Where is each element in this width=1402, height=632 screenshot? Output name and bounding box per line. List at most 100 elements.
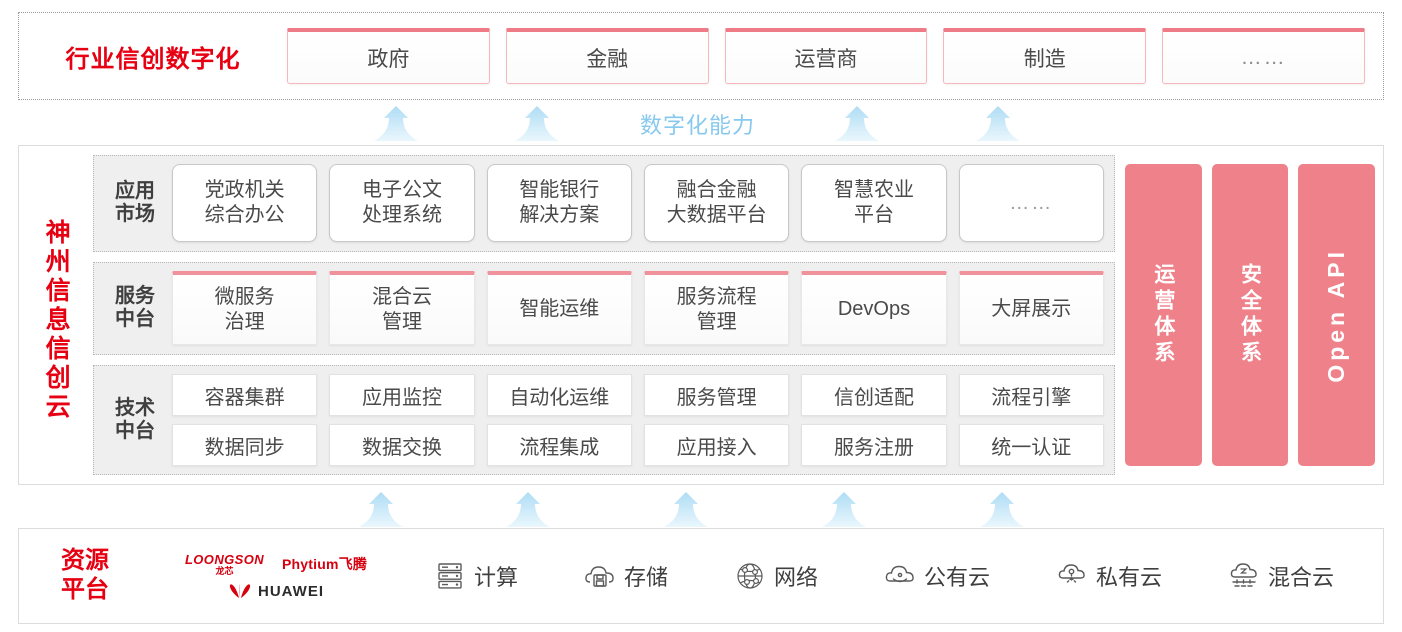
phytium-logo: Phytium飞腾	[282, 556, 368, 572]
resource-title-line1: 资源	[61, 547, 109, 575]
cell-line1: 大屏展示	[991, 298, 1072, 321]
private-cloud-icon	[1058, 564, 1085, 583]
pillar-label: 运营体系	[1151, 263, 1175, 367]
up-arrow-icon	[373, 105, 419, 143]
up-arrow-icon	[834, 105, 880, 143]
tech-cell-process-integration[interactable]: 流程集成	[486, 424, 632, 466]
resource-item-storage[interactable]: 存储	[584, 560, 668, 592]
huawei-flower-icon	[229, 583, 251, 598]
up-arrow-icon	[514, 105, 560, 143]
resource-title-line2: 平台	[61, 576, 109, 603]
pillar-security-system[interactable]: 安全体系	[1211, 164, 1289, 466]
resource-item-hybrid-cloud[interactable]: 混合云	[1228, 560, 1334, 592]
technical-platform-row-1: 容器集群 应用监控 自动化运维 服务管理 信创适配 流程引擎	[172, 374, 1104, 416]
hybrid-cloud-icon	[1230, 563, 1257, 587]
resource-item-network[interactable]: 网络	[734, 560, 818, 592]
tech-cell-application-access[interactable]: 应用接入	[643, 424, 790, 466]
public-cloud-icon	[885, 565, 914, 583]
svc-cell-service-process-management[interactable]: 服务流程管理	[643, 271, 790, 346]
cloud-pillars: 运营体系 安全体系 Open API	[1125, 155, 1376, 475]
huawei-logo-text: HUAWEI	[258, 582, 324, 600]
pillar-operations-system[interactable]: 运营体系	[1125, 164, 1202, 466]
cell-line1: 电子公文	[361, 179, 442, 202]
pillar-label: Open API	[1323, 247, 1350, 383]
tech-cell-process-engine[interactable]: 流程引擎	[958, 374, 1104, 416]
layer-label-line1: 应用	[115, 180, 155, 203]
tech-cell-automated-ops[interactable]: 自动化运维	[486, 374, 632, 416]
application-market-cells: 党政机关综合办公 电子公文处理系统 智能银行解决方案 融合金融大数据平台 智慧农	[172, 164, 1104, 243]
tech-cell-data-exchange[interactable]: 数据交换	[329, 424, 475, 466]
app-cell-smart-agriculture-platform[interactable]: 智慧农业平台	[801, 164, 947, 243]
cell-line2: 综合办公	[204, 204, 285, 227]
cell-line1: 党政机关	[204, 179, 285, 202]
cloud-storage-icon	[585, 566, 614, 587]
app-cell-party-government-office[interactable]: 党政机关综合办公	[172, 164, 318, 243]
cell-line1: DevOps	[837, 298, 911, 321]
cloud-platform-title: 神州信息信创云	[19, 146, 93, 484]
tech-cell-container-cluster[interactable]: 容器集群	[172, 374, 318, 416]
layer-label-service-middle-platform: 服务 中台	[104, 285, 166, 331]
resource-platform-box: 资源 平台 LOONGSON 龙芯 Phytium飞腾 HUAWEI	[18, 528, 1384, 624]
svc-cell-intelligent-ops[interactable]: 智能运维	[486, 271, 632, 346]
up-arrow-icon	[663, 491, 709, 529]
resource-item-label: 计算	[473, 565, 518, 590]
industry-card-more[interactable]: ……	[1162, 28, 1365, 84]
industry-card-manufacturing[interactable]: 制造	[943, 28, 1147, 84]
cell-line1: 微服务	[214, 285, 275, 308]
vendor-row-bottom: HUAWEI	[228, 583, 324, 600]
cell-line2: 治理	[224, 310, 265, 333]
cell-line1: 智能运维	[519, 298, 600, 321]
resource-item-label: 私有云	[1095, 565, 1162, 590]
resource-item-label: 混合云	[1267, 565, 1334, 590]
cloud-platform-title-text: 神州信息信创云	[42, 218, 71, 422]
industry-band: 行业信创数字化 政府 金融 运营商 制造 ……	[18, 12, 1384, 100]
network-icon	[737, 563, 763, 589]
industry-band-title: 行业信创数字化	[65, 45, 241, 73]
server-icon	[438, 563, 462, 589]
svc-cell-hybrid-cloud-management[interactable]: 混合云管理	[329, 271, 475, 346]
resource-item-label: 公有云	[923, 565, 990, 590]
cell-line2: 管理	[696, 310, 737, 333]
pillar-open-api[interactable]: Open API	[1298, 164, 1376, 466]
svc-cell-dashboard-display[interactable]: 大屏展示	[958, 271, 1104, 346]
cloud-platform-main: 应用 市场 党政机关综合办公 电子公文处理系统 智能银行解决方案	[93, 146, 1383, 484]
layer-label-line1: 技术	[115, 397, 155, 419]
app-cell-more[interactable]: ……	[958, 164, 1104, 243]
pillar-label: 安全体系	[1238, 263, 1262, 367]
cell-line2: 管理	[381, 310, 422, 333]
cloud-layer-column: 应用 市场 党政机关综合办公 电子公文处理系统 智能银行解决方案	[93, 155, 1115, 475]
resource-platform-title: 资源 平台	[19, 547, 151, 605]
resource-item-list: 计算 存储	[401, 560, 1383, 592]
cell-line1: 融合金融	[676, 179, 757, 202]
layer-label-line2: 市场	[115, 203, 155, 226]
svc-cell-devops[interactable]: DevOps	[801, 271, 947, 346]
tech-cell-unified-authentication[interactable]: 统一认证	[958, 424, 1104, 466]
tech-cell-service-registry[interactable]: 服务注册	[801, 424, 947, 466]
loongson-logo: LOONGSON 龙芯	[185, 553, 264, 576]
app-cell-edoc-system[interactable]: 电子公文处理系统	[329, 164, 475, 243]
resource-item-private-cloud[interactable]: 私有云	[1056, 560, 1162, 592]
app-cell-smart-bank-solution[interactable]: 智能银行解决方案	[486, 164, 632, 243]
layer-label-line2: 中台	[115, 308, 155, 331]
industry-card-government[interactable]: 政府	[287, 28, 490, 84]
up-arrow-icon	[358, 491, 404, 529]
tech-cell-service-management[interactable]: 服务管理	[643, 374, 790, 416]
resource-item-public-cloud[interactable]: 公有云	[884, 560, 990, 592]
svc-cell-microservice-governance[interactable]: 微服务治理	[172, 271, 318, 346]
tech-cell-xinchuang-adaptation[interactable]: 信创适配	[801, 374, 947, 416]
up-arrow-icon	[979, 491, 1025, 529]
industry-card-finance[interactable]: 金融	[505, 28, 709, 84]
tech-cell-data-sync[interactable]: 数据同步	[172, 424, 318, 466]
vendor-logo-group: LOONGSON 龙芯 Phytium飞腾 HUAWEI	[151, 553, 401, 600]
app-cell-finance-bigdata-platform[interactable]: 融合金融大数据平台	[643, 164, 790, 243]
vendor-row-top: LOONGSON 龙芯 Phytium飞腾	[185, 553, 367, 576]
layer-technical-middle-platform: 技术 中台 容器集群 应用监控 自动化运维 服务管理 信创适配 流程引擎	[93, 365, 1115, 475]
cell-line2: 平台	[853, 204, 894, 227]
loongson-logo-cn: 龙芯	[215, 565, 234, 576]
resource-item-compute[interactable]: 计算	[434, 560, 518, 592]
cloud-platform-box: 神州信息信创云 应用 市场 党政机关综合办公 电子公文处理系统	[18, 145, 1384, 485]
industry-card-operator[interactable]: 运营商	[724, 28, 928, 84]
capability-label: 数字化能力	[640, 113, 756, 138]
industry-card-list: 政府 金融 运营商 制造 ……	[287, 28, 1383, 84]
tech-cell-application-monitoring[interactable]: 应用监控	[329, 374, 475, 416]
